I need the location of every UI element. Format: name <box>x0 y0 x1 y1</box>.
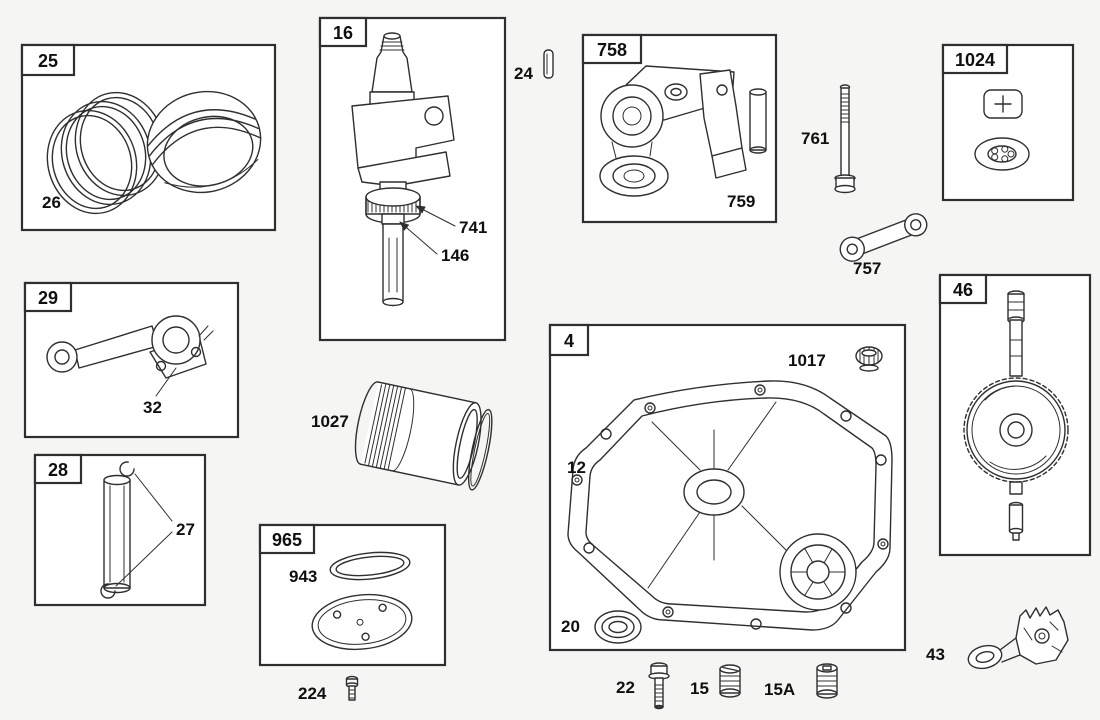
governor-link-757 <box>839 213 928 262</box>
callout-box-758: 758 <box>597 40 627 60</box>
label-22: 22 <box>616 678 635 697</box>
pin-retainer-clips <box>100 461 135 599</box>
dowel-pin-24 <box>543 49 554 79</box>
oil-seal-20 <box>594 610 642 644</box>
oring-943 <box>329 551 411 581</box>
leader-27-lines <box>115 473 173 587</box>
connecting-rod <box>46 315 214 379</box>
label-741: 741 <box>459 218 487 237</box>
bolt-22 <box>648 662 670 710</box>
callout-box-965: 965 <box>272 530 302 550</box>
piston <box>146 90 262 194</box>
label-224: 224 <box>298 684 327 703</box>
bolt-761 <box>834 84 856 194</box>
label-15A: 15A <box>764 680 795 699</box>
label-43: 43 <box>926 645 945 664</box>
leader-741-arrow <box>415 205 456 227</box>
callout-box-1024: 1024 <box>955 50 995 70</box>
parts-box-965: 965 <box>258 523 447 667</box>
label-1017: 1017 <box>788 351 826 370</box>
crankshaft <box>351 32 455 307</box>
label-759: 759 <box>727 192 755 211</box>
oil-pump-kit-1024 <box>974 89 1030 171</box>
label-757: 757 <box>853 259 881 278</box>
oil-pickup-assembly-43 <box>967 606 1069 670</box>
label-20: 20 <box>561 617 580 636</box>
spacer-759 <box>749 88 767 154</box>
label-761: 761 <box>801 129 829 148</box>
oil-sump <box>567 380 893 631</box>
sump-nut-1017 <box>855 346 883 372</box>
plug-15 <box>719 664 741 698</box>
leader-32-line <box>155 367 177 397</box>
plug-15A <box>816 663 838 699</box>
callout-box-46: 46 <box>953 280 973 300</box>
label-32: 32 <box>143 398 162 417</box>
oil-filter <box>354 381 493 491</box>
label-26: 26 <box>42 193 61 212</box>
label-943: 943 <box>289 567 317 586</box>
callout-box-29: 29 <box>38 288 58 308</box>
callout-box-16: 16 <box>333 23 353 43</box>
label-27: 27 <box>176 520 195 539</box>
screw-224 <box>345 675 359 701</box>
label-15: 15 <box>690 679 709 698</box>
label-12: 12 <box>567 458 586 477</box>
callout-box-4: 4 <box>564 331 574 351</box>
callout-box-25: 25 <box>38 51 58 71</box>
label-1027: 1027 <box>311 412 349 431</box>
label-146: 146 <box>441 246 469 265</box>
callout-box-28: 28 <box>48 460 68 480</box>
camshaft <box>963 290 1069 541</box>
leader-146-arrow <box>399 221 438 255</box>
breather-cover <box>311 593 413 651</box>
piston-pin <box>103 474 131 594</box>
governor-bracket-758 <box>599 65 747 197</box>
piston-ring-set <box>46 91 166 215</box>
label-24: 24 <box>514 64 533 83</box>
parts-box-1024: 1024 <box>941 43 1075 202</box>
